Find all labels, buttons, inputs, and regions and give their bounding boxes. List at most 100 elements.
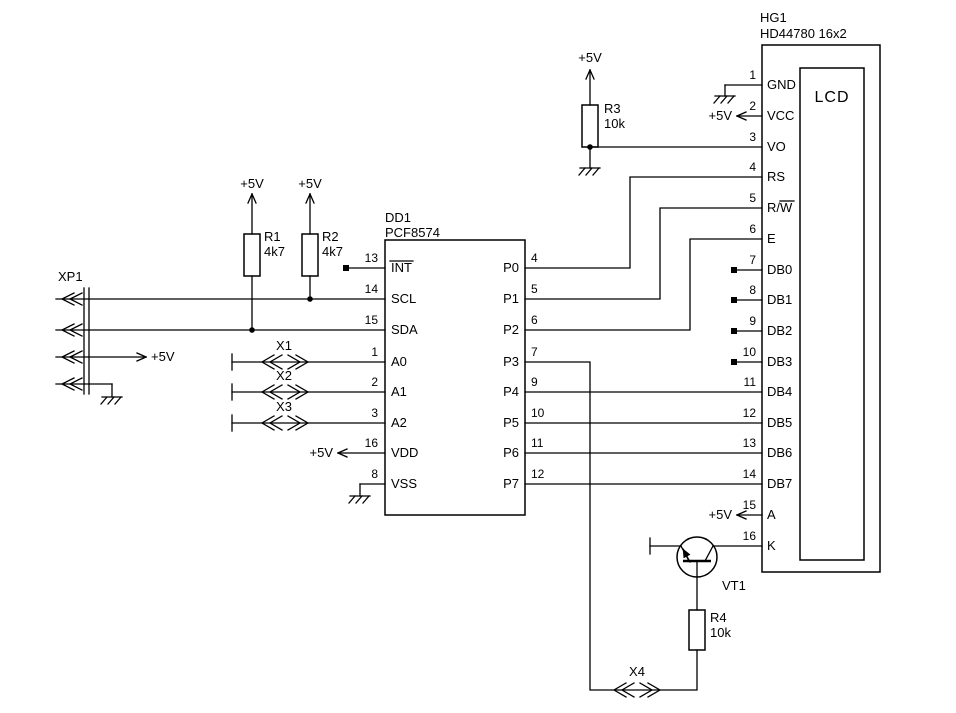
hg1-pin-db1: 8 DB1 [731,283,792,307]
wire-p2-e [524,238,763,331]
dd1-pin-a1: 2 A1 [371,375,407,399]
vt1-ref-label: VT1 [722,578,746,593]
hg1-pin-name: DB4 [767,384,792,399]
xp1-contact: +5V [55,349,175,364]
hg1-pin-name: DB2 [767,323,792,338]
hg1-pin-num: 2 [749,99,756,113]
hg1-pin-vcc: +5V 2 VCC [709,99,795,123]
power-label: +5V [151,349,175,364]
wire-p3-backlight [524,361,698,691]
dd1-pin-a2: 3 A2 [371,406,407,430]
dd1-pin-num: 10 [531,406,545,420]
dd1-pin-num: 13 [365,251,379,265]
r4-value-label: 10k [710,625,731,640]
jumper-x1: X1 [231,338,386,371]
hg1-pin-db5: 12 DB5 [743,406,793,430]
dd1-pin-num: 7 [531,345,538,359]
dd1-pin-scl: 14 SCL [365,282,417,306]
dd1-pin-num: 8 [371,467,378,481]
dd1-pin-name: VDD [391,445,418,460]
jumper-x2: X2 [231,368,386,401]
nc-square [343,265,349,271]
x2-ref-label: X2 [276,368,292,383]
r3-ref-label: R3 [604,101,621,116]
dd1-pin-p2: 6 P2 [503,313,538,337]
r1-value-label: 4k7 [264,244,285,259]
hg1-ref-label: HG1 [760,10,787,25]
dd1-pin-name: A1 [391,384,407,399]
hg1-pin-num: 8 [749,283,756,297]
hg1-pin-k: 16 K [743,529,776,553]
wire-p0-rs [524,176,763,269]
hg1-pin-num: 1 [749,68,756,82]
resistor-r1: +5V R1 4k7 [240,176,285,333]
transistor-emitter-arrow [682,548,691,563]
dd1-pin-name: A2 [391,415,407,430]
hg1-pin-name: DB1 [767,292,792,307]
dd1-pin-p1: 5 P1 [503,282,538,306]
dd1-pin-vss: 8 VSS [348,467,417,504]
r4-ref-label: R4 [710,610,727,625]
dd1-pin-sda: 15 SDA [365,313,418,337]
hg1-body [761,44,881,573]
r2-ref-label: R2 [322,229,339,244]
dd1-pin-p4: 9 P4 [503,375,538,399]
dd1-pin-num: 15 [365,313,379,327]
hg1-pin-name: DB5 [767,415,792,430]
dd1-pin-name: P1 [503,291,519,306]
power-label: +5V [709,507,733,522]
hg1-pin-num: 14 [743,467,757,481]
dd1-pin-num: 6 [531,313,538,327]
hg1-pin-num: 12 [743,406,757,420]
hg1-pin-name: GND [767,77,796,92]
dd1-pin-name: A0 [391,354,407,369]
x3-ref-label: X3 [276,399,292,414]
hg1-pin-num: 9 [749,314,756,328]
hg1-pin-gnd: 1 GND [713,68,796,104]
power-label: +5V [310,445,334,460]
dd1-pin-p3: 7 P3 [503,345,538,369]
hg1-pin-db2: 9 DB2 [731,314,792,338]
jumper-x3: X3 [231,399,386,432]
hg1-pin-name: VO [767,139,786,154]
nc-square [731,328,737,334]
junction-dot [307,296,313,302]
dd1-part-label: PCF8574 [385,225,440,240]
xp1-ref-label: XP1 [58,269,83,284]
hg1-pin-vo: 3 VO [749,130,785,154]
connector-xp1: XP1 +5V [55,269,175,405]
hg1-pin-num: 13 [743,436,757,450]
lcd-screen-label: LCD [814,89,849,106]
x1-ref-label: X1 [276,338,292,353]
hg1-pin-db7: 14 DB7 [743,467,793,491]
hg1-pin-num: 10 [743,345,757,359]
dd1-pin-name: VSS [391,476,417,491]
dd1-pin-p6: 11 P6 [503,436,544,460]
hg1-pin-name: K [767,538,776,553]
hg1-pin-num: 4 [749,160,756,174]
dd1-body [384,239,526,516]
dd1-pin-num: 1 [371,345,378,359]
hg1-pin-name: DB6 [767,445,792,460]
transistor-collector [704,545,714,562]
dd1-pin-num: 5 [531,282,538,296]
power-label: +5V [578,50,602,65]
hg1-pin-db6: 13 DB6 [743,436,793,460]
dd1-pin-p5: 10 P5 [503,406,545,430]
dd1-pin-num: 16 [365,436,379,450]
nc-square [731,267,737,273]
xp1-contact [55,292,90,306]
r1-ref-label: R1 [264,229,281,244]
dd1-pin-name: P3 [503,354,519,369]
dd1-pin-num: 9 [531,375,538,389]
hg1-pin-db3: 10 DB3 [731,345,792,369]
hg1-pin-db0: 7 DB0 [731,253,792,277]
nc-square [731,359,737,365]
hg1-pin-rs: 4 RS [749,160,785,184]
transistor-vt1: VT1 [649,536,746,611]
hg1-pin-num: 7 [749,253,756,267]
dd1-pin-p0: 4 P0 [503,251,538,275]
hg1-pin-a: +5V 15 A [709,498,777,522]
